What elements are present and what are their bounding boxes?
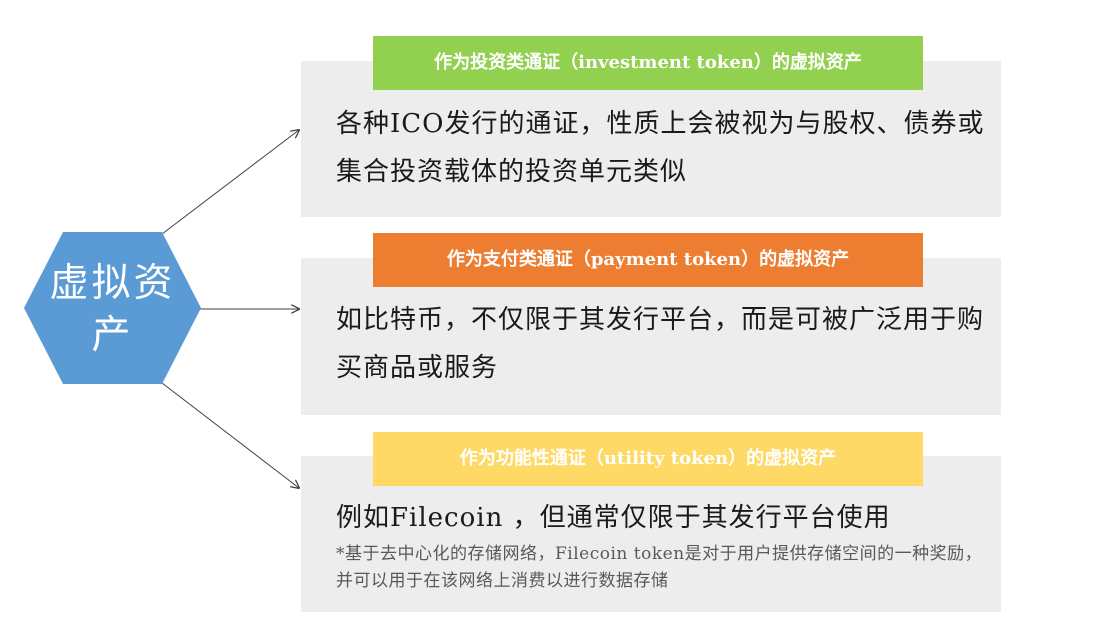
filecoin-footnote: *基于去中心化的存储网络，Filecoin token是对于用户提供存储空间的一…: [336, 544, 983, 591]
center-hexagon: [24, 232, 201, 384]
investment-token-description: 各种ICO发行的通证，性质上会被视为与股权、债券或集合投资载体的投资单元类似: [336, 109, 985, 187]
investment-token-tag: 作为投资类通证（investment token）的虚拟资产: [373, 36, 923, 90]
utility-token-tag: 作为功能性通证（utility token）的虚拟资产: [373, 432, 923, 486]
center-label: 虚拟资产: [49, 261, 176, 358]
utility-token-description: 例如Filecoin ，但通常仅限于其发行平台使用: [336, 503, 891, 533]
payment-token-tag: 作为支付类通证（payment token）的虚拟资产: [373, 233, 923, 287]
arrow-to-investment: [161, 130, 299, 235]
arrow-to-utility: [161, 382, 299, 488]
payment-token-description: 如比特币，不仅限于其发行平台，而是可被广泛用于购买商品或服务: [336, 305, 985, 383]
